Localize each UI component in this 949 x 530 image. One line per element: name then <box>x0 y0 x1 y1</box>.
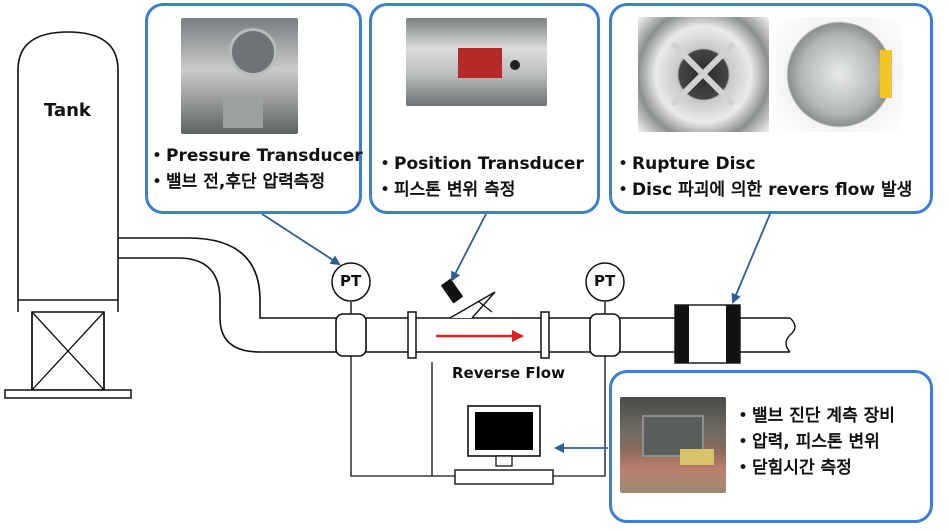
position-transducer-photo <box>406 18 547 106</box>
pt-label-right: PT <box>594 272 616 290</box>
note-line: •닫힘시간 측정 <box>738 458 852 478</box>
arrow-rupture-to-disc <box>731 213 771 304</box>
tank-label: Tank <box>44 100 91 121</box>
arrow-position-to-valve <box>451 213 487 282</box>
note-line: •밸브 진단 계측 장비 <box>738 406 895 426</box>
rupture-disc-photo <box>776 17 903 132</box>
reverse-flow-label: Reverse Flow <box>452 364 565 382</box>
tank <box>4 31 132 399</box>
callout-rupture-disc: •Rupture Disc •Disc 파괴에 의한 revers flow 발… <box>609 3 933 214</box>
rupture-disc <box>674 304 741 364</box>
rupture-disc-holder-photo <box>638 17 769 132</box>
pressure-transducer-notes: •Pressure Transducer •밸브 전,후단 압력측정 <box>152 143 363 195</box>
note-line: •Pressure Transducer <box>152 146 363 166</box>
note-line: •Rupture Disc <box>618 154 756 174</box>
note-line: •Position Transducer <box>380 154 584 174</box>
rupture-disc-notes: •Rupture Disc •Disc 파괴에 의한 revers flow 발… <box>618 151 912 203</box>
callout-pressure-transducer: •Pressure Transducer •밸브 전,후단 압력측정 <box>145 3 363 214</box>
note-line: •밸브 전,후단 압력측정 <box>152 172 326 192</box>
monitor-icon <box>454 405 554 485</box>
pt-fitting-right <box>589 302 621 357</box>
pressure-transducer-photo <box>181 18 298 134</box>
callout-daq-equipment: •밸브 진단 계측 장비 •압력, 피스톤 변위 •닫힘시간 측정 <box>609 370 933 523</box>
daq-equipment-notes: •밸브 진단 계측 장비 •압력, 피스톤 변위 •닫힘시간 측정 <box>738 403 895 481</box>
valve-flange-left <box>407 311 417 359</box>
note-line: •압력, 피스톤 변위 <box>738 432 880 452</box>
daq-equipment-photo <box>620 397 726 493</box>
valve-flange-right <box>540 311 550 359</box>
note-line: •Disc 파괴에 의한 revers flow 발생 <box>618 180 913 200</box>
signal-wiring <box>350 356 606 477</box>
callout-arrows <box>261 213 771 453</box>
callout-position-transducer: •Position Transducer •피스톤 변위 측정 <box>369 3 600 214</box>
pt-label-left: PT <box>340 272 362 290</box>
pt-sensor-left <box>331 262 371 302</box>
position-transducer-notes: •Position Transducer •피스톤 변위 측정 <box>380 151 584 203</box>
check-valve-body <box>440 278 496 319</box>
arrow-pressure-to-pt <box>261 213 341 266</box>
pt-fitting-left <box>335 302 367 357</box>
pipe <box>118 237 796 353</box>
pt-sensor-right <box>585 262 625 302</box>
note-line: •피스톤 변위 측정 <box>380 180 516 200</box>
